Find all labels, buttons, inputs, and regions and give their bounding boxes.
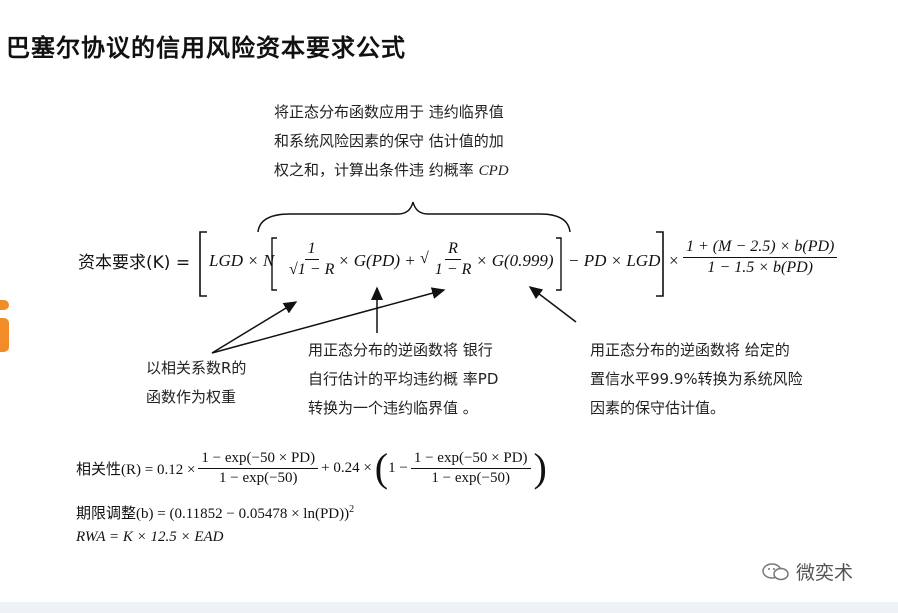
- corr-f1-den: 1 − exp(−50): [218, 469, 298, 486]
- annotation-top-line-1: 将正态分布函数应用于 违约临界值: [274, 103, 504, 121]
- maturity-adjustment-fraction: 1 + (M − 2.5) × b(PD)1 − 1.5 × b(PD): [680, 238, 840, 277]
- left-edge-decoration: [0, 318, 9, 352]
- g-pd: × G(PD) +: [338, 251, 416, 270]
- annotation-middle: 用正态分布的逆函数将 银行 自行估计的平均违约概 率PD 转换为一个违约临界值 …: [308, 336, 498, 423]
- annotation-right: 用正态分布的逆函数将 给定的 置信水平99.9%转换为系统风险 因素的保守估计值…: [590, 336, 803, 423]
- corr-paren-close: ): [533, 445, 547, 490]
- left-edge-decoration-dot: [0, 300, 9, 310]
- page-title: 巴塞尔协议的信用风险资本要求公式: [6, 34, 406, 62]
- curly-brace: [257, 201, 571, 233]
- inner-bracket-right: [556, 237, 562, 291]
- bracket-left: [199, 231, 207, 297]
- arrow-right: [528, 286, 577, 323]
- annotation-middle-line-1: 用正态分布的逆函数将 银行: [308, 341, 493, 359]
- frac1-num: 1: [304, 240, 319, 260]
- corr-one-minus: 1 −: [388, 459, 408, 476]
- corr-f2-num: 1 − exp(−50 × PD): [410, 450, 531, 469]
- arrow-left: [211, 301, 298, 354]
- frac1: 1√1 − R: [283, 240, 340, 279]
- minus-pd-lgd: − PD × LGD: [568, 251, 661, 270]
- adj-num: 1 + (M − 2.5) × b(PD): [683, 238, 838, 258]
- annotation-left-line-2: 函数作为权重: [146, 388, 237, 406]
- annotation-top-line-2: 和系统风险因素的保守 估计值的加: [274, 132, 504, 150]
- corr-paren-open: (: [374, 445, 389, 490]
- frac2-den: 1 − R: [434, 261, 472, 278]
- adj-den: 1 − 1.5 × b(PD): [707, 259, 813, 276]
- lgd-n: LGD × N: [209, 251, 275, 270]
- annotation-right-line-2: 置信水平99.9%转换为系统风险: [590, 370, 803, 388]
- correlation-formula: 相关性(R) = 0.12 × 1 − exp(−50 × PD)1 − exp…: [76, 448, 547, 488]
- annotation-right-line-3: 因素的保守估计值。: [590, 399, 726, 417]
- wechat-icon: [762, 562, 789, 580]
- rwa-formula: RWA = K × 12.5 × EAD: [76, 529, 224, 545]
- annotation-right-line-1: 用正态分布的逆函数将 给定的: [590, 341, 790, 359]
- cpd-label: CPD: [478, 163, 509, 179]
- times-sign: ×: [668, 251, 680, 270]
- frac2-num: R: [445, 240, 461, 260]
- maturity-formula: 期限调整(b) = (0.11852 − 0.05478 × ln(PD))2: [76, 502, 354, 523]
- corr-f1-num: 1 − exp(−50 × PD): [198, 450, 319, 469]
- main-formula: 资本要求(K) =: [78, 248, 190, 273]
- frac1-den: √1 − R: [289, 261, 335, 278]
- bottom-bar: [0, 602, 898, 613]
- corr-f2-den: 1 − exp(−50): [431, 469, 510, 486]
- main-lhs: 资本要求(K) =: [78, 253, 191, 273]
- g-999: × G(0.999): [476, 251, 554, 270]
- maturity-text: 期限调整(b) = (0.11852 − 0.05478 × ln(PD)): [76, 506, 350, 522]
- watermark-text: 微奕术: [796, 562, 854, 584]
- annotation-left: 以相关系数R的 函数作为权重: [146, 354, 246, 412]
- annotation-left-line-1: 以相关系数R的: [146, 359, 247, 377]
- annotation-top: 将正态分布函数应用于 违约临界值 和系统风险因素的保守 估计值的加 权之和，计算…: [274, 98, 509, 186]
- maturity-exp: 2: [349, 504, 355, 515]
- watermark: 微奕术: [762, 558, 853, 585]
- annotation-middle-line-3: 转换为一个违约临界值 。: [308, 399, 478, 417]
- corr-mid: + 0.24 ×: [321, 459, 372, 476]
- annotation-middle-line-2: 自行估计的平均违约概 率PD: [308, 370, 499, 388]
- annotation-top-line-3: 权之和，计算出条件违 约概率 CPD: [274, 161, 509, 179]
- corr-lhs: 相关性(R) = 0.12 ×: [76, 461, 196, 478]
